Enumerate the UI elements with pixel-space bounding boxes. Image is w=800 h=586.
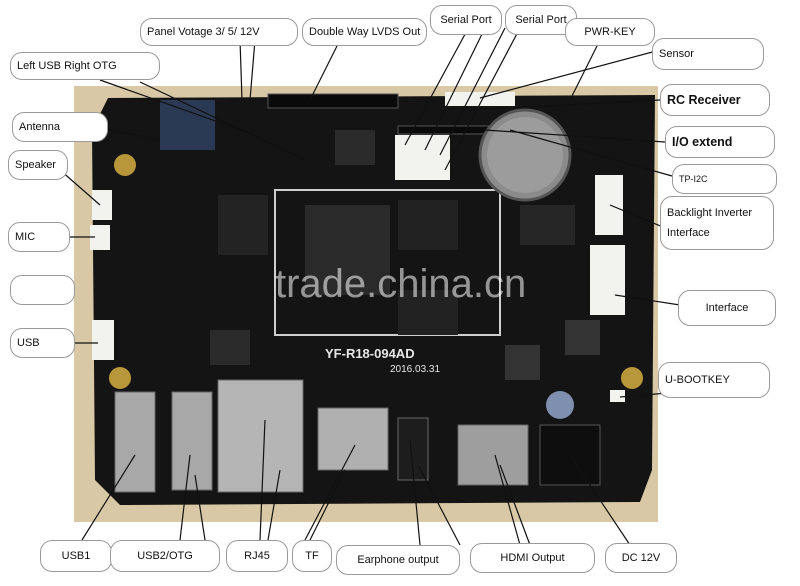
leader-earphone xyxy=(409,439,421,546)
label-u-bootkey: U-BOOTKEY xyxy=(658,362,770,398)
leader-antenna xyxy=(101,127,161,141)
label-hdmi-output: HDMI Output xyxy=(470,543,595,573)
soc-chip xyxy=(305,205,390,295)
label-rj45: RJ45 xyxy=(226,540,288,572)
leader-dc xyxy=(569,454,631,546)
serial-port-connectors xyxy=(395,135,450,180)
leader-panel-voltage-2 xyxy=(249,39,256,101)
label-serial-port-1: Serial Port xyxy=(430,5,502,35)
coin-battery-face xyxy=(487,117,563,193)
label-mic: MIC xyxy=(8,222,70,252)
inductor-1 xyxy=(505,345,540,380)
leader-serial-3 xyxy=(439,27,506,156)
label-dc-12v: DC 12V xyxy=(605,543,677,573)
u-bootkey-button xyxy=(610,390,625,402)
label-io-extend: I/O extend xyxy=(665,126,775,158)
label-tp-i2c: TP-I2C xyxy=(672,164,777,194)
usb2-port xyxy=(171,391,213,491)
backlight-connector xyxy=(595,175,623,235)
leader-rc xyxy=(469,99,661,111)
label-earphone-output: Earphone output xyxy=(336,545,460,575)
hdmi-port xyxy=(457,424,529,486)
label-pwr-key: PWR-KEY xyxy=(565,18,655,46)
mount-hole-1 xyxy=(114,154,136,176)
leader-lines xyxy=(59,24,681,546)
leader-panel-voltage xyxy=(239,39,243,101)
leader-hdmi-b xyxy=(499,464,531,546)
leader-right-otg xyxy=(139,81,306,161)
label-double-lvds: Double Way LVDS Out xyxy=(302,18,427,46)
speaker-connector xyxy=(92,190,112,220)
label-sensor: Sensor xyxy=(652,38,764,70)
leader-tpi2c xyxy=(509,129,673,177)
leader-hdmi xyxy=(494,454,521,546)
label-tf: TF xyxy=(292,540,332,572)
aux-chip xyxy=(520,205,575,245)
leader-lvds xyxy=(309,39,341,101)
rj45-port xyxy=(217,379,304,493)
leader-usb2-b xyxy=(194,474,206,541)
leader-rj45 xyxy=(259,419,266,541)
leader-usb2 xyxy=(179,454,191,541)
leader-serial-1 xyxy=(404,24,471,146)
label-usb2-otg: USB2/OTG xyxy=(110,540,220,572)
capacitor xyxy=(546,391,574,419)
leader-tf xyxy=(304,444,356,541)
leader-usb1 xyxy=(81,454,136,541)
leader-serial-4 xyxy=(444,27,521,171)
leader-left-usb xyxy=(99,79,256,136)
leader-sensor xyxy=(479,49,661,99)
ram-chip-2 xyxy=(398,290,458,335)
soc-outline xyxy=(274,189,501,336)
lvds-chip xyxy=(335,130,375,165)
label-backlight-line2: Interface xyxy=(667,227,710,239)
label-rc-receiver: RC Receiver xyxy=(660,84,770,116)
leader-tf-b xyxy=(309,469,346,541)
label-interface: Interface xyxy=(678,290,776,326)
watermark: trade.china.cn xyxy=(275,262,527,306)
inductor-2 xyxy=(565,320,600,355)
label-usb-left: USB xyxy=(10,328,75,358)
usb-hub-chip xyxy=(210,330,250,365)
leader-serial-2 xyxy=(424,27,486,151)
label-antenna: Antenna xyxy=(12,112,108,142)
usb-left-connector xyxy=(92,320,114,360)
label-serial-port-2: Serial Port xyxy=(505,5,577,35)
sensor-connector xyxy=(445,92,515,106)
label-blank xyxy=(10,275,75,305)
emmc-chip xyxy=(218,195,268,255)
label-backlight-line1: Backlight Inverter xyxy=(667,207,752,219)
leader-speaker xyxy=(59,169,101,206)
leader-interface xyxy=(614,294,681,306)
leader-earphone-b xyxy=(417,464,461,546)
interface-connector xyxy=(590,245,625,315)
lvds-header xyxy=(267,93,399,109)
label-panel-voltage: Panel Votage 3/ 5/ 12V xyxy=(140,18,298,46)
label-left-usb-right-otg: Left USB Right OTG xyxy=(10,52,160,80)
mount-hole-2 xyxy=(109,367,131,389)
ram-chip-1 xyxy=(398,200,458,250)
label-usb1: USB1 xyxy=(40,540,112,572)
label-backlight-inverter: Backlight Inverter Interface xyxy=(660,196,774,250)
tf-slot xyxy=(317,407,389,471)
mount-hole-3 xyxy=(621,367,643,389)
leader-rj45-b xyxy=(267,469,281,541)
board-model-text: YF-R18-094AD xyxy=(325,346,415,361)
wifi-module xyxy=(160,100,215,150)
board-date-text: 2016.03.31 xyxy=(390,364,441,375)
label-speaker: Speaker xyxy=(8,150,68,180)
mic-connector xyxy=(90,225,110,250)
